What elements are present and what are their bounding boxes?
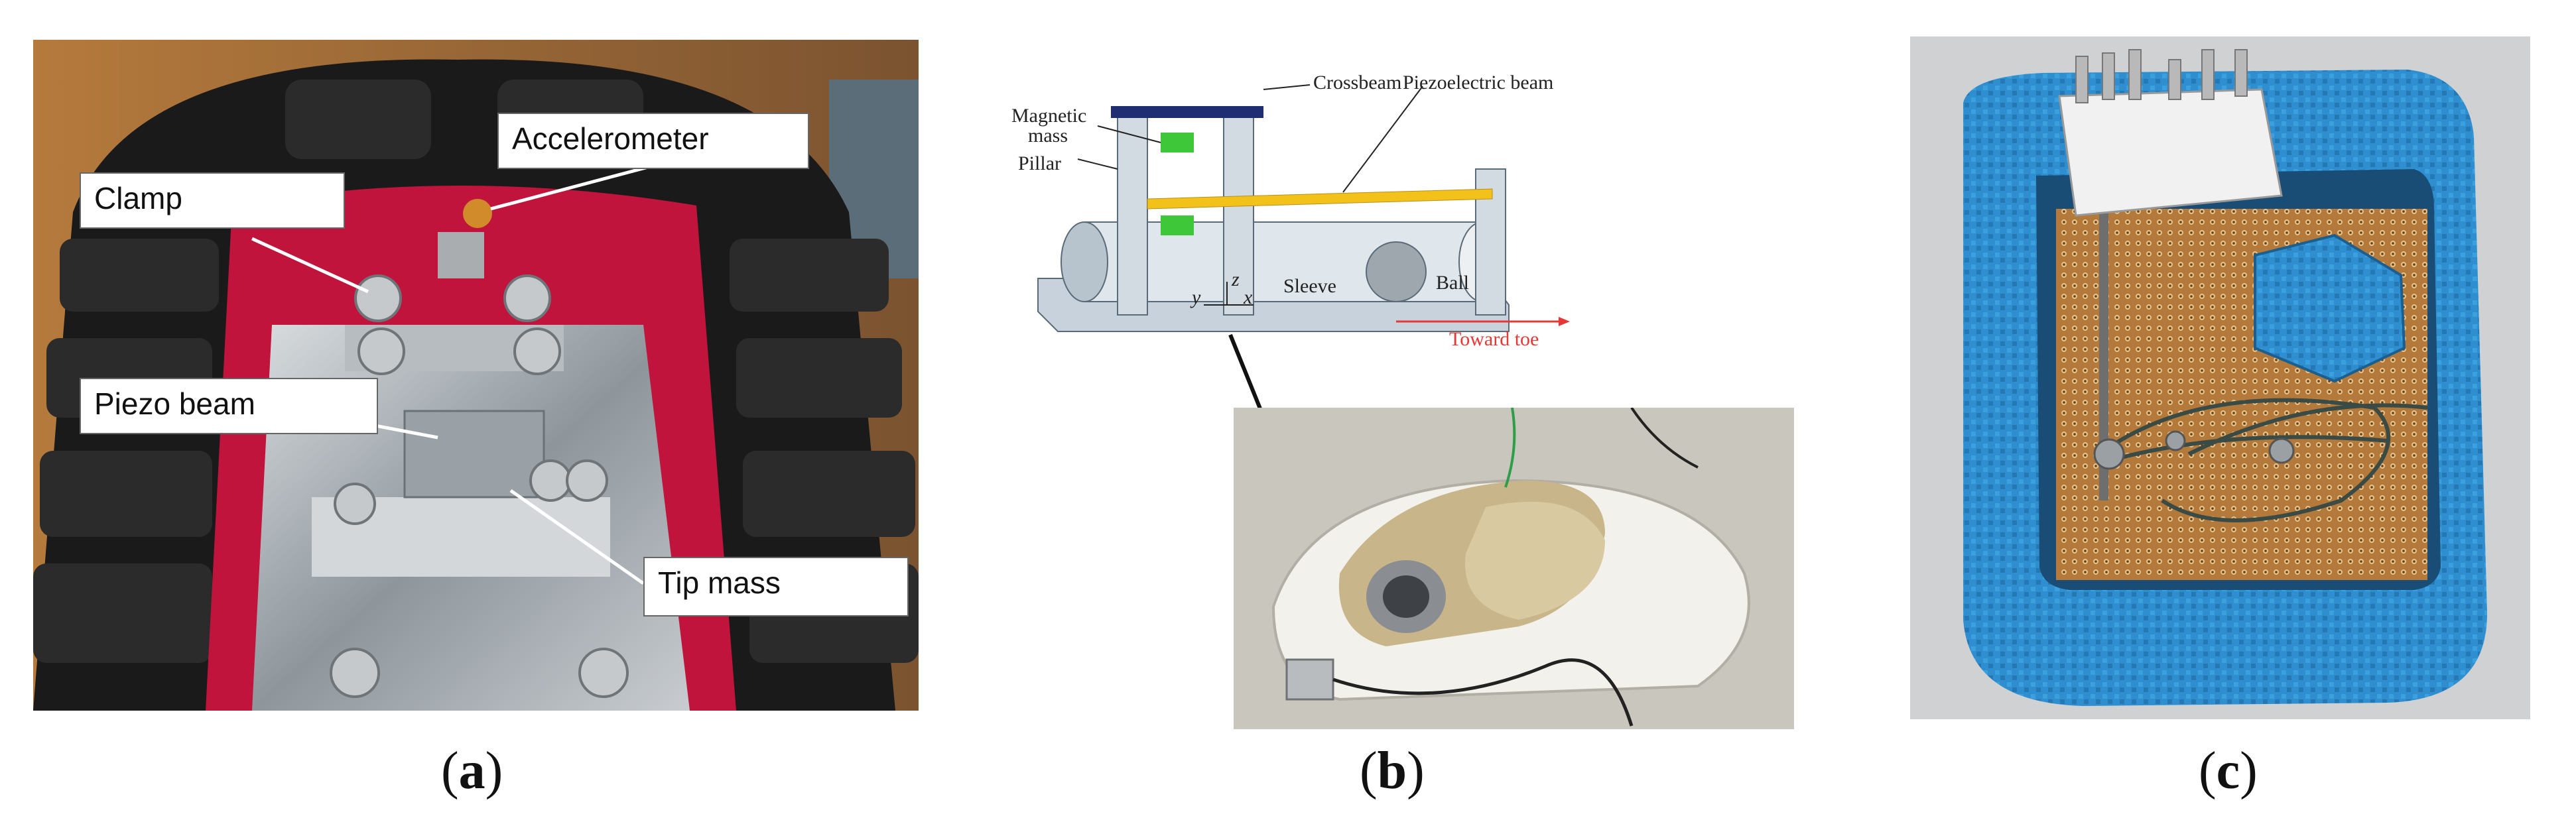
- axis-label-z: z: [1232, 268, 1240, 290]
- harvester-schematic: Crossbeam Piezoelectric beam Magnetic ma…: [998, 53, 1582, 371]
- photo-b-drawing: [1234, 408, 1794, 729]
- label-accelerometer: Accelerometer: [497, 113, 809, 169]
- axis-label-y: y: [1192, 286, 1201, 308]
- axis-label-x: x: [1244, 286, 1253, 308]
- caption-a: (a): [441, 742, 503, 800]
- label-clamp: Clamp: [80, 172, 345, 229]
- label-tip-mass: Tip mass: [643, 557, 909, 616]
- caption-c: (c): [2199, 742, 2258, 800]
- label-pillar: Pillar: [1018, 152, 1061, 174]
- photo-c-drawing: [1910, 36, 2530, 719]
- label-ball: Ball: [1436, 272, 1469, 294]
- label-piezoelectric-beam: Piezoelectric beam: [1403, 72, 1554, 93]
- label-magnetic-mass-line2: mass: [1028, 125, 1068, 147]
- photo-foam-insole-harvester: [1910, 36, 2530, 719]
- label-magnetic-mass-line1: Magnetic: [1011, 105, 1087, 127]
- caption-b: (b): [1360, 742, 1425, 800]
- label-sleeve: Sleeve: [1283, 275, 1336, 297]
- photo-shoe-sole-harvester: Clamp Accelerometer Piezo beam Tip mass: [33, 40, 919, 711]
- photo-shoe-with-harvester: [1234, 408, 1794, 729]
- label-crossbeam: Crossbeam: [1313, 72, 1402, 93]
- schematic-drawing: [1037, 84, 1570, 332]
- label-piezo-beam: Piezo beam: [80, 378, 378, 434]
- label-toward-toe: Toward toe: [1449, 328, 1539, 350]
